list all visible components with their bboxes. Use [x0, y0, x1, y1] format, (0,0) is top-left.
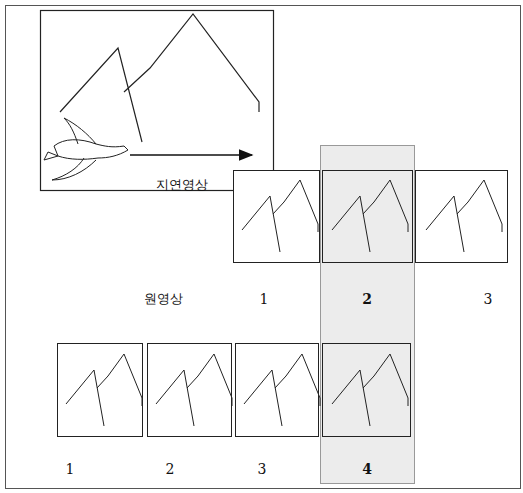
row-label: 지연영상: [156, 178, 208, 192]
frame-number: 3: [258, 462, 267, 477]
frame-number: 1: [260, 292, 269, 307]
frame-number: 3: [484, 292, 493, 307]
row-label: 원영상: [144, 292, 183, 306]
frame-number: 4: [362, 462, 372, 477]
frame-number: 1: [66, 462, 75, 477]
frame-number: 2: [166, 462, 175, 477]
frame-number: 2: [362, 292, 372, 307]
